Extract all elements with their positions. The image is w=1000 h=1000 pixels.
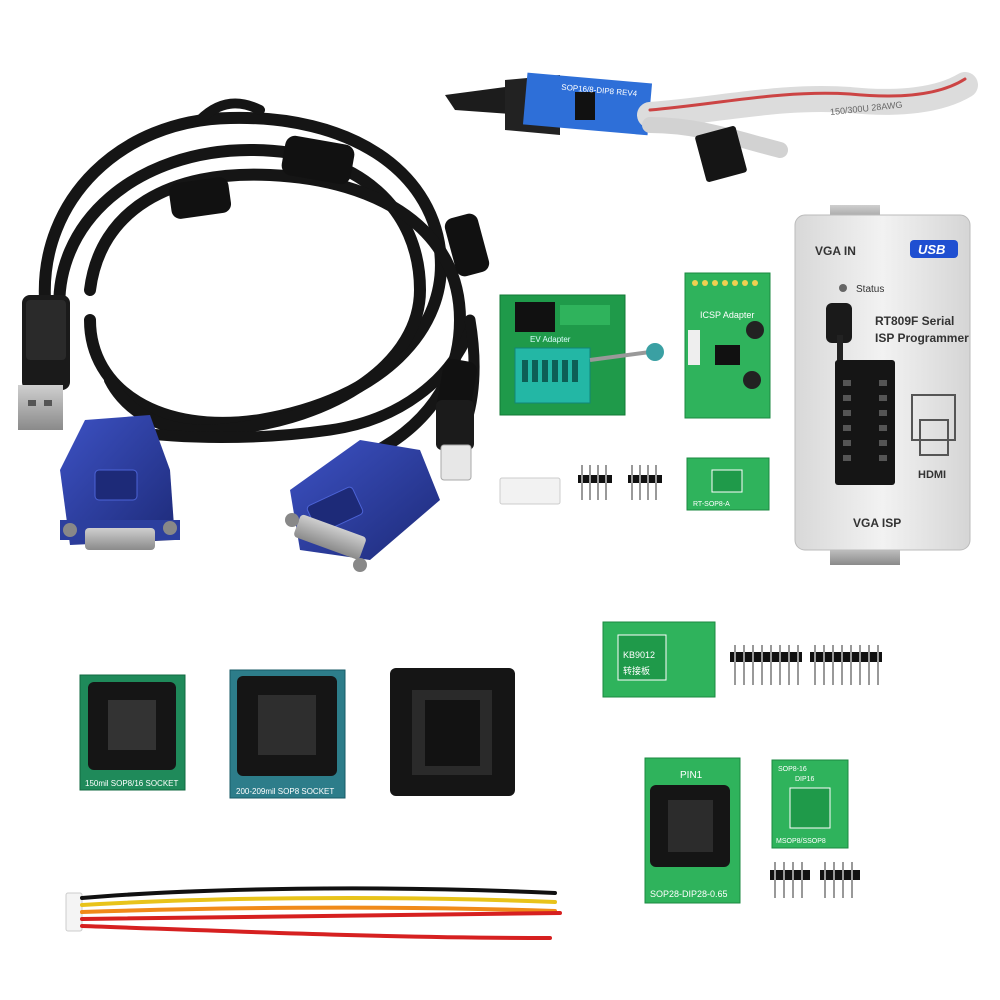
pin-header-small-2 <box>628 465 662 500</box>
pin-header-long-2 <box>810 645 882 685</box>
msop-top-label: SOP8-16 <box>778 766 807 773</box>
vga-connector-right <box>285 440 440 572</box>
socket-200-label: 200-209mil SOP8 SOCKET <box>236 787 334 796</box>
icsp-adapter-label: ICSP Adapter <box>700 310 754 320</box>
socket-200mil: 200-209mil SOP8 SOCKET <box>229 669 346 799</box>
ev-adapter-label: EV Adapter <box>530 335 571 344</box>
soic-test-clip: SOP16/8-DIP8 REV4 <box>445 72 653 136</box>
rt809f-programmer: VGA IN USB Status RT809F Serial ISP Prog… <box>794 205 971 565</box>
usb-logo-badge <box>910 240 958 258</box>
pin-header-small-1 <box>578 465 612 500</box>
rt-sop8-a-label: RT-SOP8-A <box>693 501 730 508</box>
msop-label: MSOP8/SSOP8 <box>776 838 826 845</box>
icsp-adapter-board: ICSP Adapter <box>684 272 771 419</box>
model-line-2: ISP Programmer <box>875 331 969 345</box>
zif-lever-icon <box>826 303 852 343</box>
usb-a-plug <box>18 295 70 430</box>
white-connector <box>499 477 561 505</box>
usb-logo-text: USB <box>918 242 945 257</box>
idc-header-connector <box>695 126 747 182</box>
pin-header-long-1 <box>730 645 802 685</box>
sop28-dip28-board: PIN1 SOP28-DIP28-0.65 <box>644 757 741 904</box>
pin1-label: PIN1 <box>680 770 703 781</box>
socket-150-label: 150mil SOP8/16 SOCKET <box>85 779 178 788</box>
pin-header-short-1 <box>770 862 810 898</box>
kb9012-board: KB9012 转接板 <box>602 621 716 698</box>
zif-socket <box>835 360 895 485</box>
vga-connector-left <box>60 415 180 550</box>
vga-in-label: VGA IN <box>815 244 856 258</box>
status-led-icon <box>839 284 847 292</box>
kb9012-cn-label: 转接板 <box>623 665 650 676</box>
status-label: Status <box>856 284 884 295</box>
model-line-1: RT809F Serial <box>875 314 954 328</box>
rt-sop8-a-board: RT-SOP8-A <box>686 457 770 511</box>
dip16-label: DIP16 <box>795 776 815 783</box>
wire-harness <box>65 886 562 940</box>
msop-ssop-board: SOP8-16 DIP16 MSOP8/SSOP8 <box>771 759 849 849</box>
usb-vga-cable-bundle <box>38 98 480 476</box>
hdmi-label: HDMI <box>918 469 946 481</box>
usb-b-plug <box>436 400 474 481</box>
ev-adapter-board: EV Adapter <box>499 294 664 416</box>
socket-150mil: 150mil SOP8/16 SOCKET <box>79 674 186 791</box>
kb9012-label: KB9012 <box>623 650 655 660</box>
sop28-label: SOP28-DIP28-0.65 <box>650 889 728 899</box>
vga-isp-label: VGA ISP <box>853 516 901 530</box>
socket-sop28-black <box>390 668 515 796</box>
pin-header-short-2 <box>820 862 860 898</box>
